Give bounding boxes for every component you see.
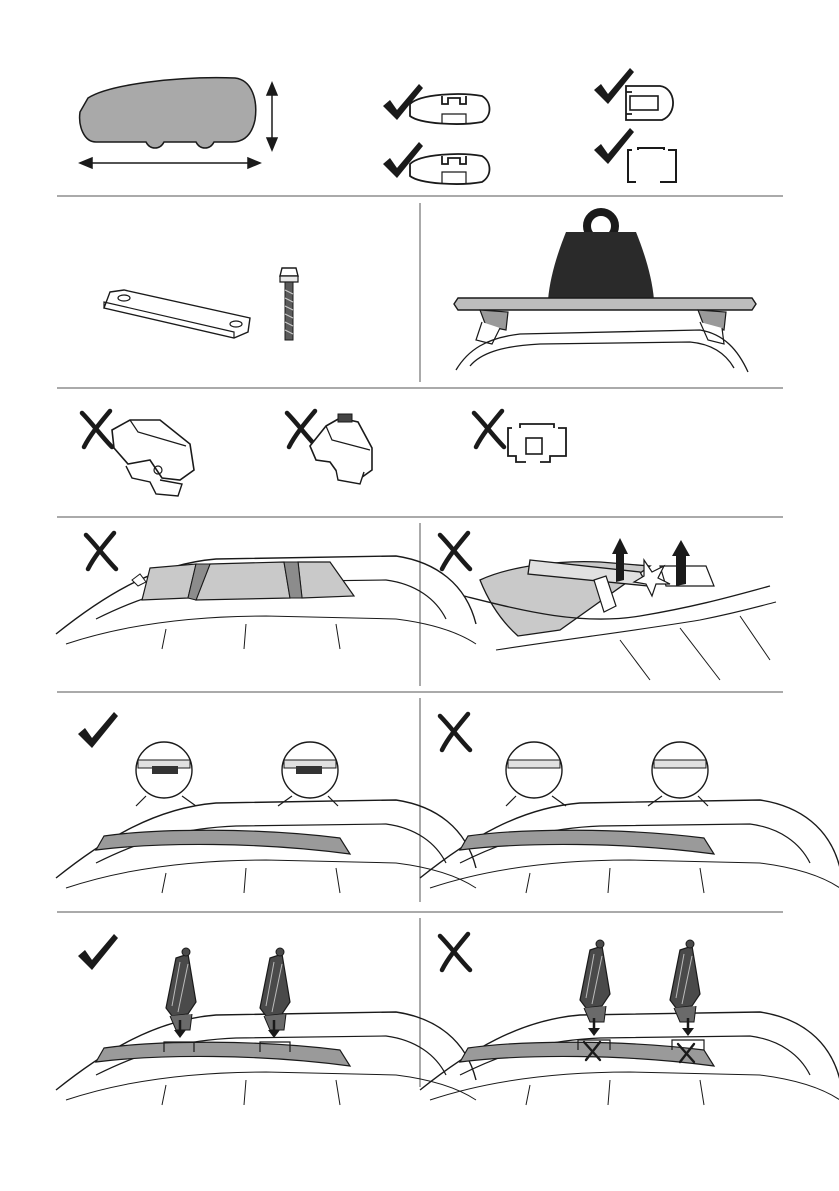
glass-roof-icon [132,562,354,600]
flush-rail-without-slots-panel [420,714,839,893]
max-load-weight-panel [454,212,756,372]
flush-rail-with-slots-panel [56,712,476,893]
magnifier-icon [506,742,566,806]
cross-mark-icon [440,533,470,569]
bar-profile-icon [626,86,673,120]
roof-foot-icon [112,420,194,496]
magnifier-icon [648,742,708,806]
roof-foot-icon [310,414,372,484]
bar-profile-icon [410,154,490,184]
roof-bar-icon [454,298,756,344]
feet-on-fixing-points-panel [56,934,476,1105]
cross-mark-icon [440,934,470,970]
roof-foot-icon [166,948,196,1030]
cross-mark-icon [474,411,504,447]
no-panoramic-glass-roof-panel [56,533,476,649]
no-lifting-sunroof-panel [440,533,776,680]
cross-mark-icon [82,411,112,447]
layout-dividers [57,196,783,1087]
magnifier-icon [136,742,196,806]
included-parts-panel [104,268,298,340]
check-mark-icon [78,712,118,748]
spacer-plate-and-bolt-icon [104,268,298,340]
box-height-arrow-icon [267,83,277,150]
roof-box-icon [80,78,256,148]
magnifier-icon [278,742,338,806]
bar-profile-icon [508,424,566,462]
cross-mark-icon [86,533,116,569]
roof-box-dimensions-panel [80,78,277,168]
compatible-bar-profiles-panel [383,68,676,184]
weight-icon [548,212,654,300]
roof-foot-icon [580,940,610,1022]
check-mark-icon [78,934,118,970]
cross-mark-icon [440,714,470,750]
bar-profile-icon [628,148,676,182]
incompatible-items-panel [82,411,566,496]
box-length-arrow-icon [80,158,260,168]
car-roof-outline [456,330,748,372]
roof-foot-icon [670,940,700,1022]
feet-off-fixing-points-panel [420,934,839,1105]
roof-foot-icon [260,948,290,1030]
bar-profile-icon [410,94,490,124]
